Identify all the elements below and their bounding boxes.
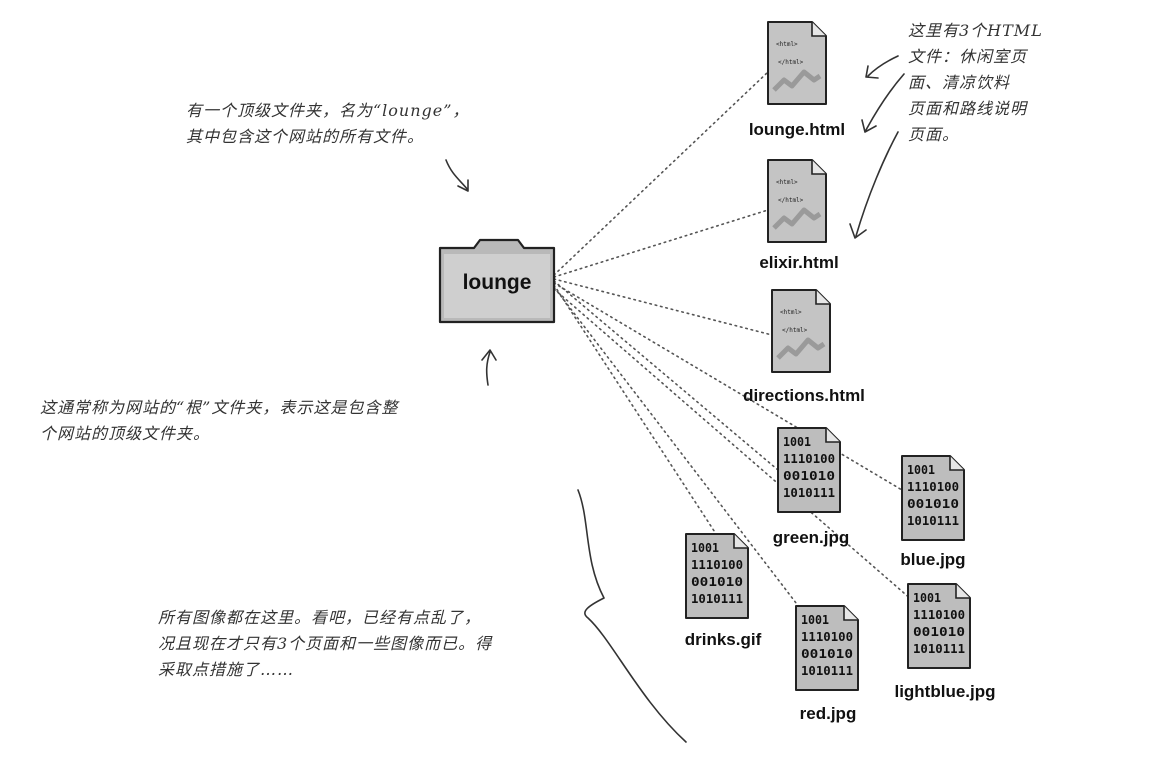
- file-label-green-jpg: green.jpg: [772, 528, 850, 547]
- file-label-directions-html: directions.html: [743, 386, 865, 405]
- annotation-line: 文件：休闲室页: [908, 47, 1028, 66]
- page-corner: [843, 606, 858, 621]
- html-file-icon[interactable]: <html> </html>: [771, 289, 831, 373]
- page-corner: [733, 534, 748, 549]
- binary-line: 1110100: [691, 558, 743, 572]
- binary-line: 1110100: [801, 630, 853, 644]
- connector-line: [553, 280, 779, 471]
- binary-line: 001010: [801, 647, 853, 661]
- page-texture: [772, 207, 822, 230]
- annotation-root-folder: 这通常称为网站的“根”文件夹，表示这是包含整 个网站的顶级文件夹。: [40, 395, 398, 447]
- connector-line: [553, 209, 769, 278]
- annotation-line: 页面和路线说明: [908, 99, 1028, 118]
- annotation-line: 况且现在才只有3个页面和一些图像而已。得: [158, 634, 493, 653]
- file-label-lounge-html: lounge.html: [748, 120, 846, 139]
- lounge-folder-icon[interactable]: lounge: [438, 238, 556, 324]
- html-close-tag: </html>: [782, 327, 808, 334]
- binary-line: 1001: [801, 613, 829, 627]
- page-shape: [685, 533, 749, 619]
- binary-line: 1010111: [907, 514, 959, 528]
- binary-line: 1110100: [907, 480, 959, 494]
- page-corner: [825, 428, 840, 443]
- html-close-tag: </html>: [778, 197, 804, 204]
- page-corner: [811, 22, 826, 37]
- annotation-line: 所有图像都在这里。看吧，已经有点乱了，: [158, 608, 482, 627]
- page-shape: [795, 605, 859, 691]
- annotation-images: 所有图像都在这里。看吧，已经有点乱了， 况且现在才只有3个页面和一些图像而已。得…: [158, 605, 492, 683]
- binary-line: 1110100: [913, 608, 965, 622]
- file-label-drinks-gif: drinks.gif: [684, 630, 762, 649]
- connector-lines: [553, 71, 913, 617]
- html-open-tag: <html>: [776, 41, 798, 48]
- folder-front: [444, 254, 550, 318]
- page-corner: [811, 160, 826, 175]
- page-shape: [907, 583, 971, 669]
- page-corner: [949, 456, 964, 471]
- file-label-blue-jpg: blue.jpg: [900, 550, 966, 569]
- html-close-tag: </html>: [778, 59, 804, 66]
- page-corner: [955, 584, 970, 599]
- page-texture: [772, 69, 822, 92]
- binary-line: 1110100: [783, 452, 835, 466]
- annotation-arrow: [445, 159, 469, 192]
- connector-line: [553, 71, 769, 276]
- binary-line: 1010111: [801, 664, 853, 678]
- connector-line: [553, 284, 721, 541]
- binary-line: 001010: [913, 625, 965, 639]
- annotation-arrow: [577, 489, 687, 743]
- binary-line: 1010111: [691, 592, 743, 606]
- html-file-icon[interactable]: <html> </html>: [767, 159, 827, 243]
- binary-line: 1010111: [783, 486, 835, 500]
- file-icons: <html> </html> <html> </html> <html> </html> 1…: [685, 21, 971, 691]
- page-corner: [815, 290, 830, 305]
- binary-line: 1001: [783, 435, 811, 449]
- annotation-html-files: 这里有3个HTML 文件：休闲室页 面、清凉饮料 页面和路线说明 页面。: [908, 18, 1043, 148]
- page-texture: [776, 337, 826, 360]
- annotation-arrows: [445, 55, 905, 743]
- binary-line: 1010111: [913, 642, 965, 656]
- image-file-icon[interactable]: 1001 1110100 001010 1010111: [901, 455, 965, 541]
- annotation-line: 面、清凉饮料: [908, 73, 1011, 92]
- image-file-icon[interactable]: 1001 1110100 001010 1010111: [907, 583, 971, 669]
- annotation-arrow: [861, 73, 905, 133]
- html-file-icon[interactable]: <html> </html>: [767, 21, 827, 105]
- html-open-tag: <html>: [780, 309, 802, 316]
- file-label-red-jpg: red.jpg: [799, 704, 857, 723]
- page-shape: [901, 455, 965, 541]
- annotation-line: 有一个顶级文件夹，名为“lounge”，: [186, 101, 470, 120]
- connector-line: [553, 282, 903, 491]
- annotation-line: 页面。: [908, 125, 960, 144]
- image-file-icon[interactable]: 1001 1110100 001010 1010111: [795, 605, 859, 691]
- binary-line: 1001: [913, 591, 941, 605]
- connector-line: [553, 288, 913, 601]
- annotation-arrow: [849, 131, 899, 239]
- folder-label: lounge: [463, 271, 532, 294]
- annotation-line: 个网站的顶级文件夹。: [40, 424, 211, 443]
- annotation-top-folder: 有一个顶级文件夹，名为“lounge”， 其中包含这个网站的所有文件。: [186, 98, 469, 150]
- binary-line: 1001: [907, 463, 935, 477]
- html-open-tag: <html>: [776, 179, 798, 186]
- image-file-icon[interactable]: 1001 1110100 001010 1010111: [685, 533, 749, 619]
- annotation-arrow: [865, 55, 899, 79]
- annotation-line: 采取点措施了……: [158, 660, 295, 679]
- connector-line: [553, 278, 773, 336]
- image-file-icon[interactable]: 1001 1110100 001010 1010111: [777, 427, 841, 513]
- binary-line: 001010: [783, 469, 835, 483]
- file-label-elixir-html: elixir.html: [759, 253, 839, 272]
- file-label-lightblue-jpg: lightblue.jpg: [894, 682, 996, 701]
- binary-line: 1001: [691, 541, 719, 555]
- annotation-arrow: [481, 349, 497, 386]
- annotation-line: 其中包含这个网站的所有文件。: [186, 127, 425, 146]
- binary-line: 001010: [691, 575, 743, 589]
- binary-line: 001010: [907, 497, 959, 511]
- annotation-line: 这里有3个HTML: [908, 21, 1043, 40]
- page-shape: [777, 427, 841, 513]
- annotation-line: 这通常称为网站的“根”文件夹，表示这是包含整: [40, 398, 399, 417]
